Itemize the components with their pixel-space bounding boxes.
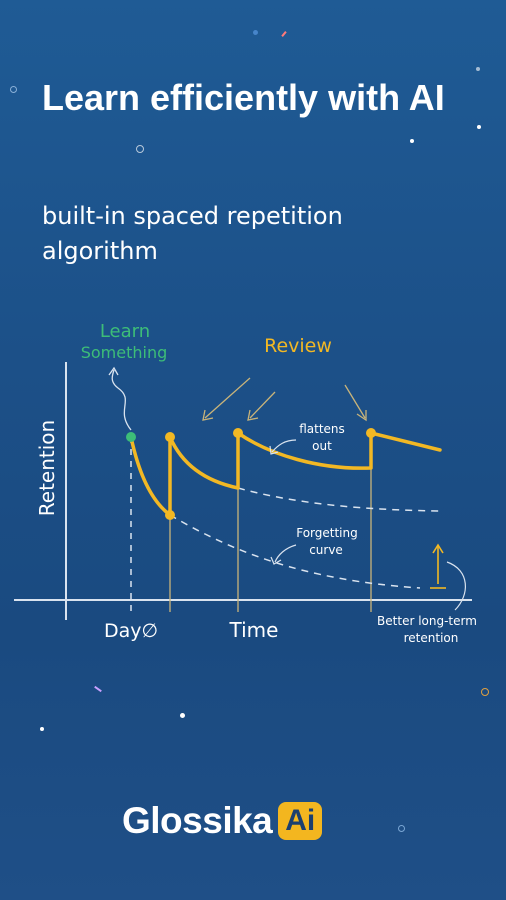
decor-dot (477, 125, 481, 129)
decor-dash (281, 31, 287, 37)
x-axis-label: Time (229, 618, 279, 642)
better-retention-label: Better long-term (377, 614, 477, 628)
forgetting-arrow (274, 544, 297, 563)
decor-dot (10, 86, 17, 93)
flattens-label: flattens (299, 422, 345, 436)
decor-dot (398, 825, 405, 832)
forgetting-label: Forgetting (296, 526, 358, 540)
better-retention-label: retention (404, 631, 459, 645)
learn-label: Learn (100, 321, 150, 342)
learn-arrow (111, 369, 132, 431)
decor-dot (476, 67, 480, 71)
better-retention-arrow (446, 561, 467, 611)
review-label: Review (264, 335, 332, 357)
review-arrow (204, 377, 251, 419)
decor-dot (481, 688, 489, 696)
decor-dot (253, 30, 258, 35)
brand-logo: Glossika Ai (122, 798, 323, 844)
review-point (165, 510, 175, 520)
review-arrow (249, 391, 276, 419)
decor-dot (136, 145, 144, 153)
learn-label: Something (81, 343, 168, 362)
brand-name: Glossika (122, 800, 273, 841)
improvement-arrowhead (432, 543, 444, 554)
review-point (165, 432, 175, 442)
review-arrow (344, 384, 366, 419)
learn-point (126, 432, 136, 442)
flattens-arrow (271, 439, 297, 453)
spaced-repetition-diagram: Learn Something Review flattens out Forg… (14, 321, 477, 645)
retention-curve (129, 431, 442, 517)
forgetting-arrowhead (270, 556, 282, 565)
decor-dash (94, 685, 102, 693)
subheadline: built-in spaced repetition algorithm (42, 202, 343, 265)
review-arrowhead (247, 409, 259, 421)
learn-arrowhead (108, 366, 119, 376)
forgetting-curve (169, 514, 421, 589)
review-point (366, 428, 376, 438)
flattens-label: out (312, 439, 332, 453)
day-zero-label: Day∅ (104, 620, 158, 642)
decor-dot (180, 713, 185, 718)
y-axis-label: Retention (35, 420, 59, 516)
review-point (233, 428, 243, 438)
review-arrowhead (356, 410, 367, 422)
review-arrowhead (202, 409, 214, 421)
forgetting-curve-after-review (237, 487, 441, 512)
decor-dot (40, 727, 44, 731)
flattens-arrowhead (269, 445, 279, 455)
decor-dot (410, 139, 414, 143)
brand-ai-badge: Ai (278, 802, 323, 840)
headline: Learn efficiently with AI (42, 77, 445, 118)
forgetting-label: curve (309, 543, 343, 557)
